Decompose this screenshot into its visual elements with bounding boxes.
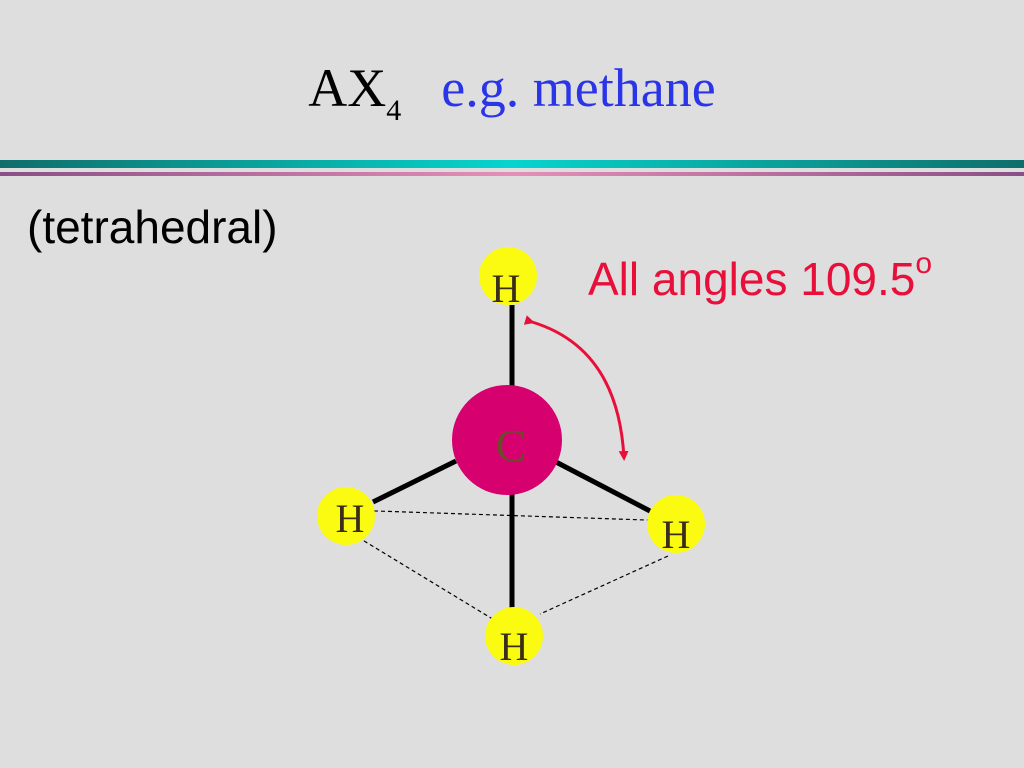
geometry-label: (tetrahedral): [27, 201, 278, 253]
bond-angle-label: All angles 109.5o: [588, 248, 932, 306]
dashed-edge-left-bottom: [345, 529, 515, 633]
hydrogen-atom-top: H: [479, 247, 537, 311]
bond-right: [554, 459, 652, 514]
bond-angle-text: All angles 109.5: [588, 253, 916, 305]
dashed-edge-right-bottom: [539, 555, 669, 615]
title-divider-top: [0, 160, 1024, 168]
hydrogen-left-label: H: [336, 496, 365, 541]
title-formula: AX4: [308, 58, 401, 127]
title-example: e.g. methane: [441, 58, 716, 118]
title-divider: [0, 160, 1024, 176]
title-divider-bottom: [0, 172, 1024, 176]
hydrogen-atom-bottom: H: [485, 607, 543, 669]
title-formula-main: AX: [308, 58, 387, 118]
dashed-edge-left-right: [345, 509, 677, 522]
angle-arrow: [523, 315, 629, 461]
bond-left: [371, 458, 458, 505]
hydrogen-atom-right: H: [647, 495, 705, 557]
hydrogen-atom-left: H: [317, 487, 375, 545]
hydrogen-bottom-label: H: [500, 624, 529, 669]
hydrogen-right-label: H: [662, 512, 691, 557]
title-formula-subscript: 4: [386, 94, 402, 127]
bond-angle-degree: o: [915, 246, 933, 280]
slide-title: AX4 e.g. methane: [0, 52, 1024, 133]
carbon-label: C: [496, 420, 527, 471]
carbon-atom: C: [452, 385, 562, 495]
hydrogen-top-label: H: [492, 266, 521, 311]
